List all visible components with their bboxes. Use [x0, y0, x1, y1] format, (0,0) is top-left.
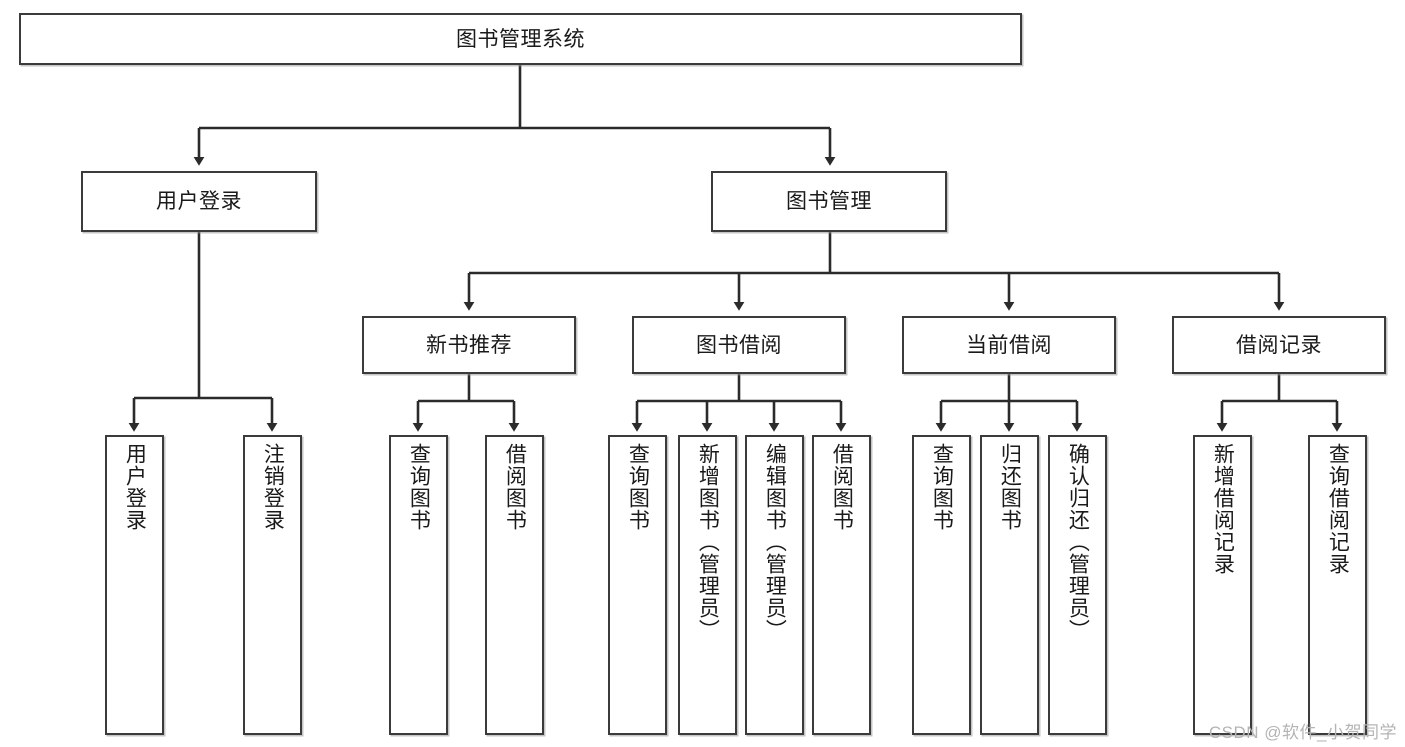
- node-label: 注销登录: [261, 443, 285, 531]
- node-leaf-logout-login[interactable]: 注销登录: [243, 435, 302, 735]
- node-leaf-confirm-return[interactable]: 确认归还（管理员）: [1048, 435, 1107, 735]
- node-label: 归还图书: [998, 443, 1022, 531]
- node-leaf-return-book[interactable]: 归还图书: [980, 435, 1039, 735]
- node-borrow-record[interactable]: 借阅记录: [1172, 316, 1386, 374]
- node-label: 新增图书（管理员）: [696, 443, 720, 641]
- node-leaf-query-record[interactable]: 查询借阅记录: [1308, 435, 1367, 735]
- node-book-manage[interactable]: 图书管理: [711, 171, 947, 232]
- node-label: 确认归还（管理员）: [1066, 443, 1090, 641]
- node-label: 查询图书: [930, 443, 954, 531]
- node-root-book-management-system[interactable]: 图书管理系统: [19, 13, 1022, 65]
- node-current-borrow[interactable]: 当前借阅: [902, 316, 1116, 374]
- node-label: 图书借阅: [696, 333, 782, 357]
- node-leaf-query-book-3[interactable]: 查询图书: [912, 435, 971, 735]
- node-label: 新书推荐: [426, 333, 512, 357]
- node-label: 图书管理系统: [456, 27, 585, 51]
- node-leaf-query-book-1[interactable]: 查询图书: [389, 435, 448, 735]
- node-user-login[interactable]: 用户登录: [81, 171, 317, 232]
- node-leaf-borrow-book-2[interactable]: 借阅图书: [812, 435, 871, 735]
- node-label: 图书管理: [786, 190, 872, 213]
- node-leaf-query-book-2[interactable]: 查询图书: [608, 435, 667, 735]
- node-leaf-borrow-book-1[interactable]: 借阅图书: [485, 435, 544, 735]
- node-leaf-add-book[interactable]: 新增图书（管理员）: [678, 435, 737, 735]
- node-label: 当前借阅: [966, 333, 1052, 357]
- node-leaf-edit-book[interactable]: 编辑图书（管理员）: [745, 435, 804, 735]
- node-label: 查询图书: [407, 443, 431, 531]
- node-label: 查询图书: [626, 443, 650, 531]
- node-leaf-add-record[interactable]: 新增借阅记录: [1193, 435, 1252, 735]
- node-leaf-user-login[interactable]: 用户登录: [105, 435, 164, 735]
- node-label: 借阅记录: [1236, 333, 1322, 357]
- node-book-borrow[interactable]: 图书借阅: [632, 316, 846, 374]
- node-label: 编辑图书（管理员）: [763, 443, 787, 641]
- node-label: 新增借阅记录: [1211, 443, 1235, 575]
- node-new-book-recommend[interactable]: 新书推荐: [362, 316, 576, 374]
- watermark: CSDN @软件_小贺同学: [1208, 723, 1397, 742]
- node-label: 借阅图书: [503, 443, 527, 531]
- node-label: 用户登录: [156, 190, 242, 213]
- node-label: 查询借阅记录: [1326, 443, 1350, 575]
- node-label: 借阅图书: [830, 443, 854, 531]
- node-label: 用户登录: [123, 443, 147, 531]
